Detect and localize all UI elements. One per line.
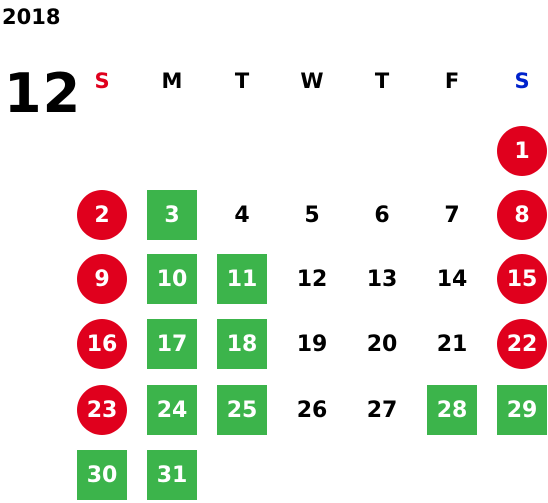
weekday-label: S xyxy=(514,69,530,93)
calendar-day: 19 xyxy=(296,331,328,357)
calendar-day: 31 xyxy=(147,450,197,500)
calendar-day: 18 xyxy=(217,319,267,369)
calendar-day: 3 xyxy=(147,190,197,240)
calendar-day: 14 xyxy=(436,266,468,292)
calendar-day: 8 xyxy=(497,190,547,240)
calendar-day: 30 xyxy=(77,450,127,500)
calendar-day: 24 xyxy=(147,385,197,435)
calendar-day: 16 xyxy=(77,319,127,369)
calendar-day: 5 xyxy=(304,202,320,228)
calendar-day: 21 xyxy=(436,331,468,357)
year-label: 2018 xyxy=(2,5,61,29)
weekday-label: W xyxy=(300,69,324,93)
calendar-day: 26 xyxy=(296,397,328,423)
calendar-day: 17 xyxy=(147,319,197,369)
calendar-day: 1 xyxy=(497,126,547,176)
calendar-day: 10 xyxy=(147,254,197,304)
weekday-label: M xyxy=(161,69,183,93)
calendar-day: 7 xyxy=(444,202,460,228)
calendar-day: 22 xyxy=(497,319,547,369)
weekday-label: T xyxy=(374,69,390,93)
calendar-day: 20 xyxy=(366,331,398,357)
calendar-day: 4 xyxy=(234,202,250,228)
calendar-day: 29 xyxy=(497,385,547,435)
calendar-day: 28 xyxy=(427,385,477,435)
calendar-day: 25 xyxy=(217,385,267,435)
calendar-day: 11 xyxy=(217,254,267,304)
calendar-day: 15 xyxy=(497,254,547,304)
calendar-day: 12 xyxy=(296,266,328,292)
weekday-label: T xyxy=(234,69,250,93)
calendar-day: 2 xyxy=(77,190,127,240)
weekday-label: S xyxy=(94,69,110,93)
calendar-day: 23 xyxy=(77,385,127,435)
calendar-day: 27 xyxy=(366,397,398,423)
calendar-day: 6 xyxy=(374,202,390,228)
month-label: 12 xyxy=(4,62,82,125)
calendar-day: 13 xyxy=(366,266,398,292)
calendar-day: 9 xyxy=(77,254,127,304)
weekday-label: F xyxy=(444,69,460,93)
